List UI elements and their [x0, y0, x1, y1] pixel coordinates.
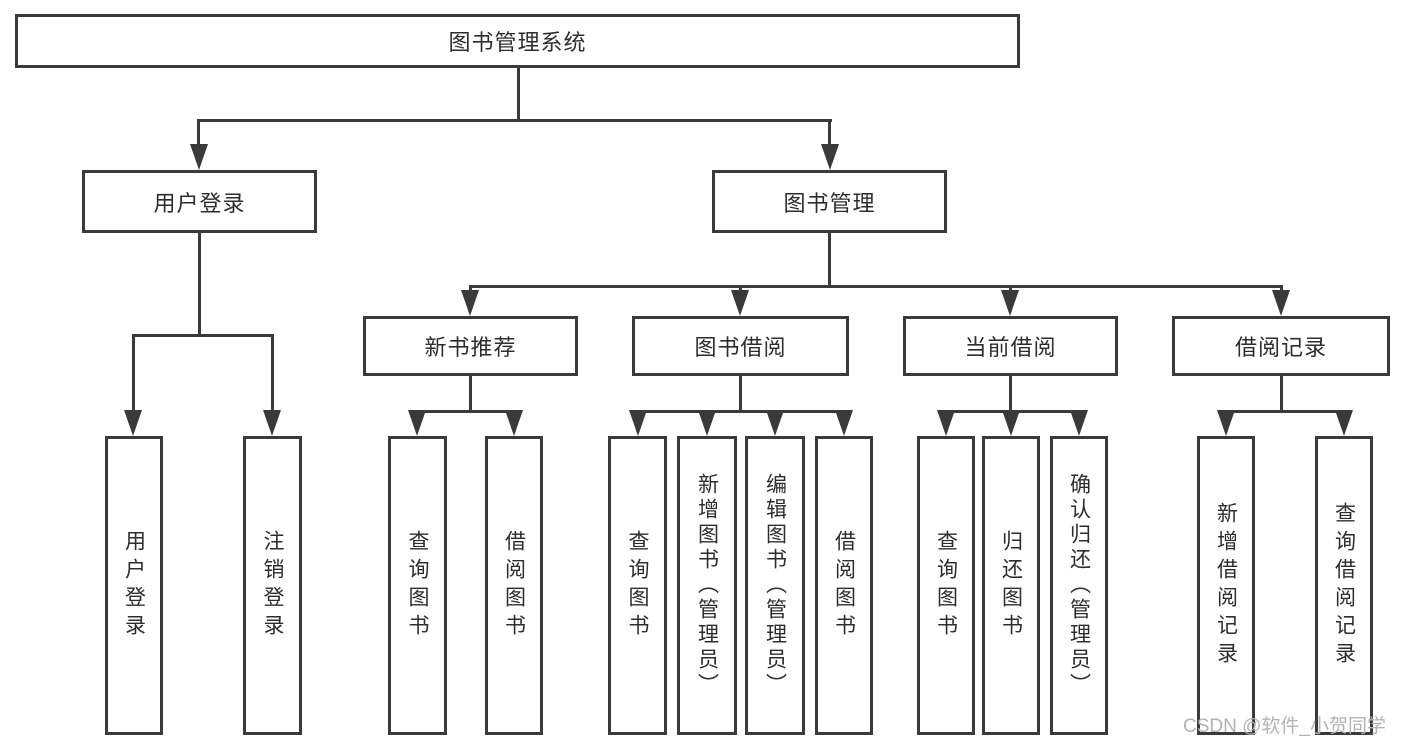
node-label: 借阅记录 — [1234, 335, 1327, 360]
arrow-down-icon — [731, 290, 749, 316]
arrow-down-icon — [190, 144, 208, 170]
arrow-down-icon — [1272, 290, 1290, 316]
node-label: 注销登录 — [261, 529, 284, 642]
connector-line — [828, 119, 831, 147]
connector-line — [739, 376, 742, 412]
connector-line — [132, 334, 135, 412]
node-label: 查询图书 — [406, 529, 429, 642]
connector-line — [417, 410, 514, 413]
connector-line — [469, 285, 1282, 288]
connector-line — [828, 233, 831, 287]
connector-line — [133, 334, 274, 337]
arrow-down-icon — [263, 410, 281, 436]
arrow-down-icon — [408, 410, 426, 436]
arrow-down-icon — [461, 290, 479, 316]
connector-line — [637, 410, 845, 413]
arrow-down-icon — [1070, 410, 1088, 436]
node-label: 查询借阅记录 — [1332, 501, 1356, 670]
arrow-down-icon — [937, 410, 955, 436]
arrow-down-icon — [766, 410, 784, 436]
arrow-down-icon — [1001, 290, 1019, 316]
leaf-user-login: 用户登录 — [105, 436, 163, 735]
arrow-down-icon — [698, 410, 716, 436]
connector-line — [197, 119, 200, 147]
connector-line — [198, 233, 201, 336]
connector-line — [271, 334, 274, 412]
node-current-borrowing: 当前借阅 — [903, 316, 1118, 376]
node-label: 用户登录 — [153, 190, 246, 216]
node-label: 编辑图书（管理员） — [763, 473, 787, 698]
node-user-login: 用户登录 — [82, 170, 317, 233]
node-book-management: 图书管理 — [712, 170, 947, 233]
node-label: 查询图书 — [626, 529, 649, 642]
arrow-down-icon — [821, 144, 839, 170]
arrow-down-icon — [124, 410, 142, 436]
node-label: 查询图书 — [934, 529, 958, 642]
node-label: 借阅图书 — [502, 529, 526, 642]
leaf-query-books: 查询图书 — [608, 436, 667, 735]
arrow-down-icon — [1335, 410, 1353, 436]
node-new-book-recommend: 新书推荐 — [363, 316, 578, 376]
leaf-return-books: 归还图书 — [982, 436, 1040, 735]
leaf-query-books: 查询图书 — [917, 436, 975, 735]
node-label: 用户登录 — [122, 529, 146, 642]
node-label: 借阅图书 — [832, 529, 856, 642]
connector-line — [517, 68, 520, 121]
connector-line — [1226, 410, 1344, 413]
node-library-management-system: 图书管理系统 — [15, 14, 1020, 68]
arrow-down-icon — [1002, 410, 1020, 436]
node-book-borrowing: 图书借阅 — [632, 316, 849, 376]
leaf-borrow-books: 借阅图书 — [815, 436, 873, 735]
node-label: 图书管理系统 — [448, 30, 587, 55]
arrow-down-icon — [629, 410, 647, 436]
leaf-query-borrow-record: 查询借阅记录 — [1315, 436, 1373, 735]
arrow-down-icon — [835, 410, 853, 436]
node-label: 新增图书（管理员） — [695, 473, 719, 698]
leaf-add-borrow-record: 新增借阅记录 — [1197, 436, 1255, 735]
node-label: 归还图书 — [999, 529, 1023, 642]
node-label: 新增借阅记录 — [1214, 501, 1238, 670]
node-label: 图书管理 — [783, 190, 876, 216]
leaf-edit-books-admin: 编辑图书（管理员） — [745, 436, 805, 735]
arrow-down-icon — [505, 410, 523, 436]
leaf-confirm-return-admin: 确认归还（管理员） — [1050, 436, 1108, 735]
connector-line — [1009, 376, 1012, 412]
node-label: 图书借阅 — [694, 335, 787, 360]
node-borrowing-records: 借阅记录 — [1172, 316, 1390, 376]
connector-line — [198, 119, 832, 122]
connector-line — [1280, 376, 1283, 412]
leaf-query-books: 查询图书 — [388, 436, 447, 735]
arrow-down-icon — [1217, 410, 1235, 436]
leaf-add-books-admin: 新增图书（管理员） — [677, 436, 737, 735]
node-label: 新书推荐 — [424, 335, 517, 360]
leaf-logout: 注销登录 — [243, 436, 302, 735]
node-label: 确认归还（管理员） — [1067, 473, 1091, 698]
csdn-watermark: CSDN @软件_小贺同学 — [1183, 716, 1386, 737]
connector-line — [469, 376, 472, 412]
leaf-borrow-books: 借阅图书 — [485, 436, 543, 735]
node-label: 当前借阅 — [964, 335, 1057, 360]
